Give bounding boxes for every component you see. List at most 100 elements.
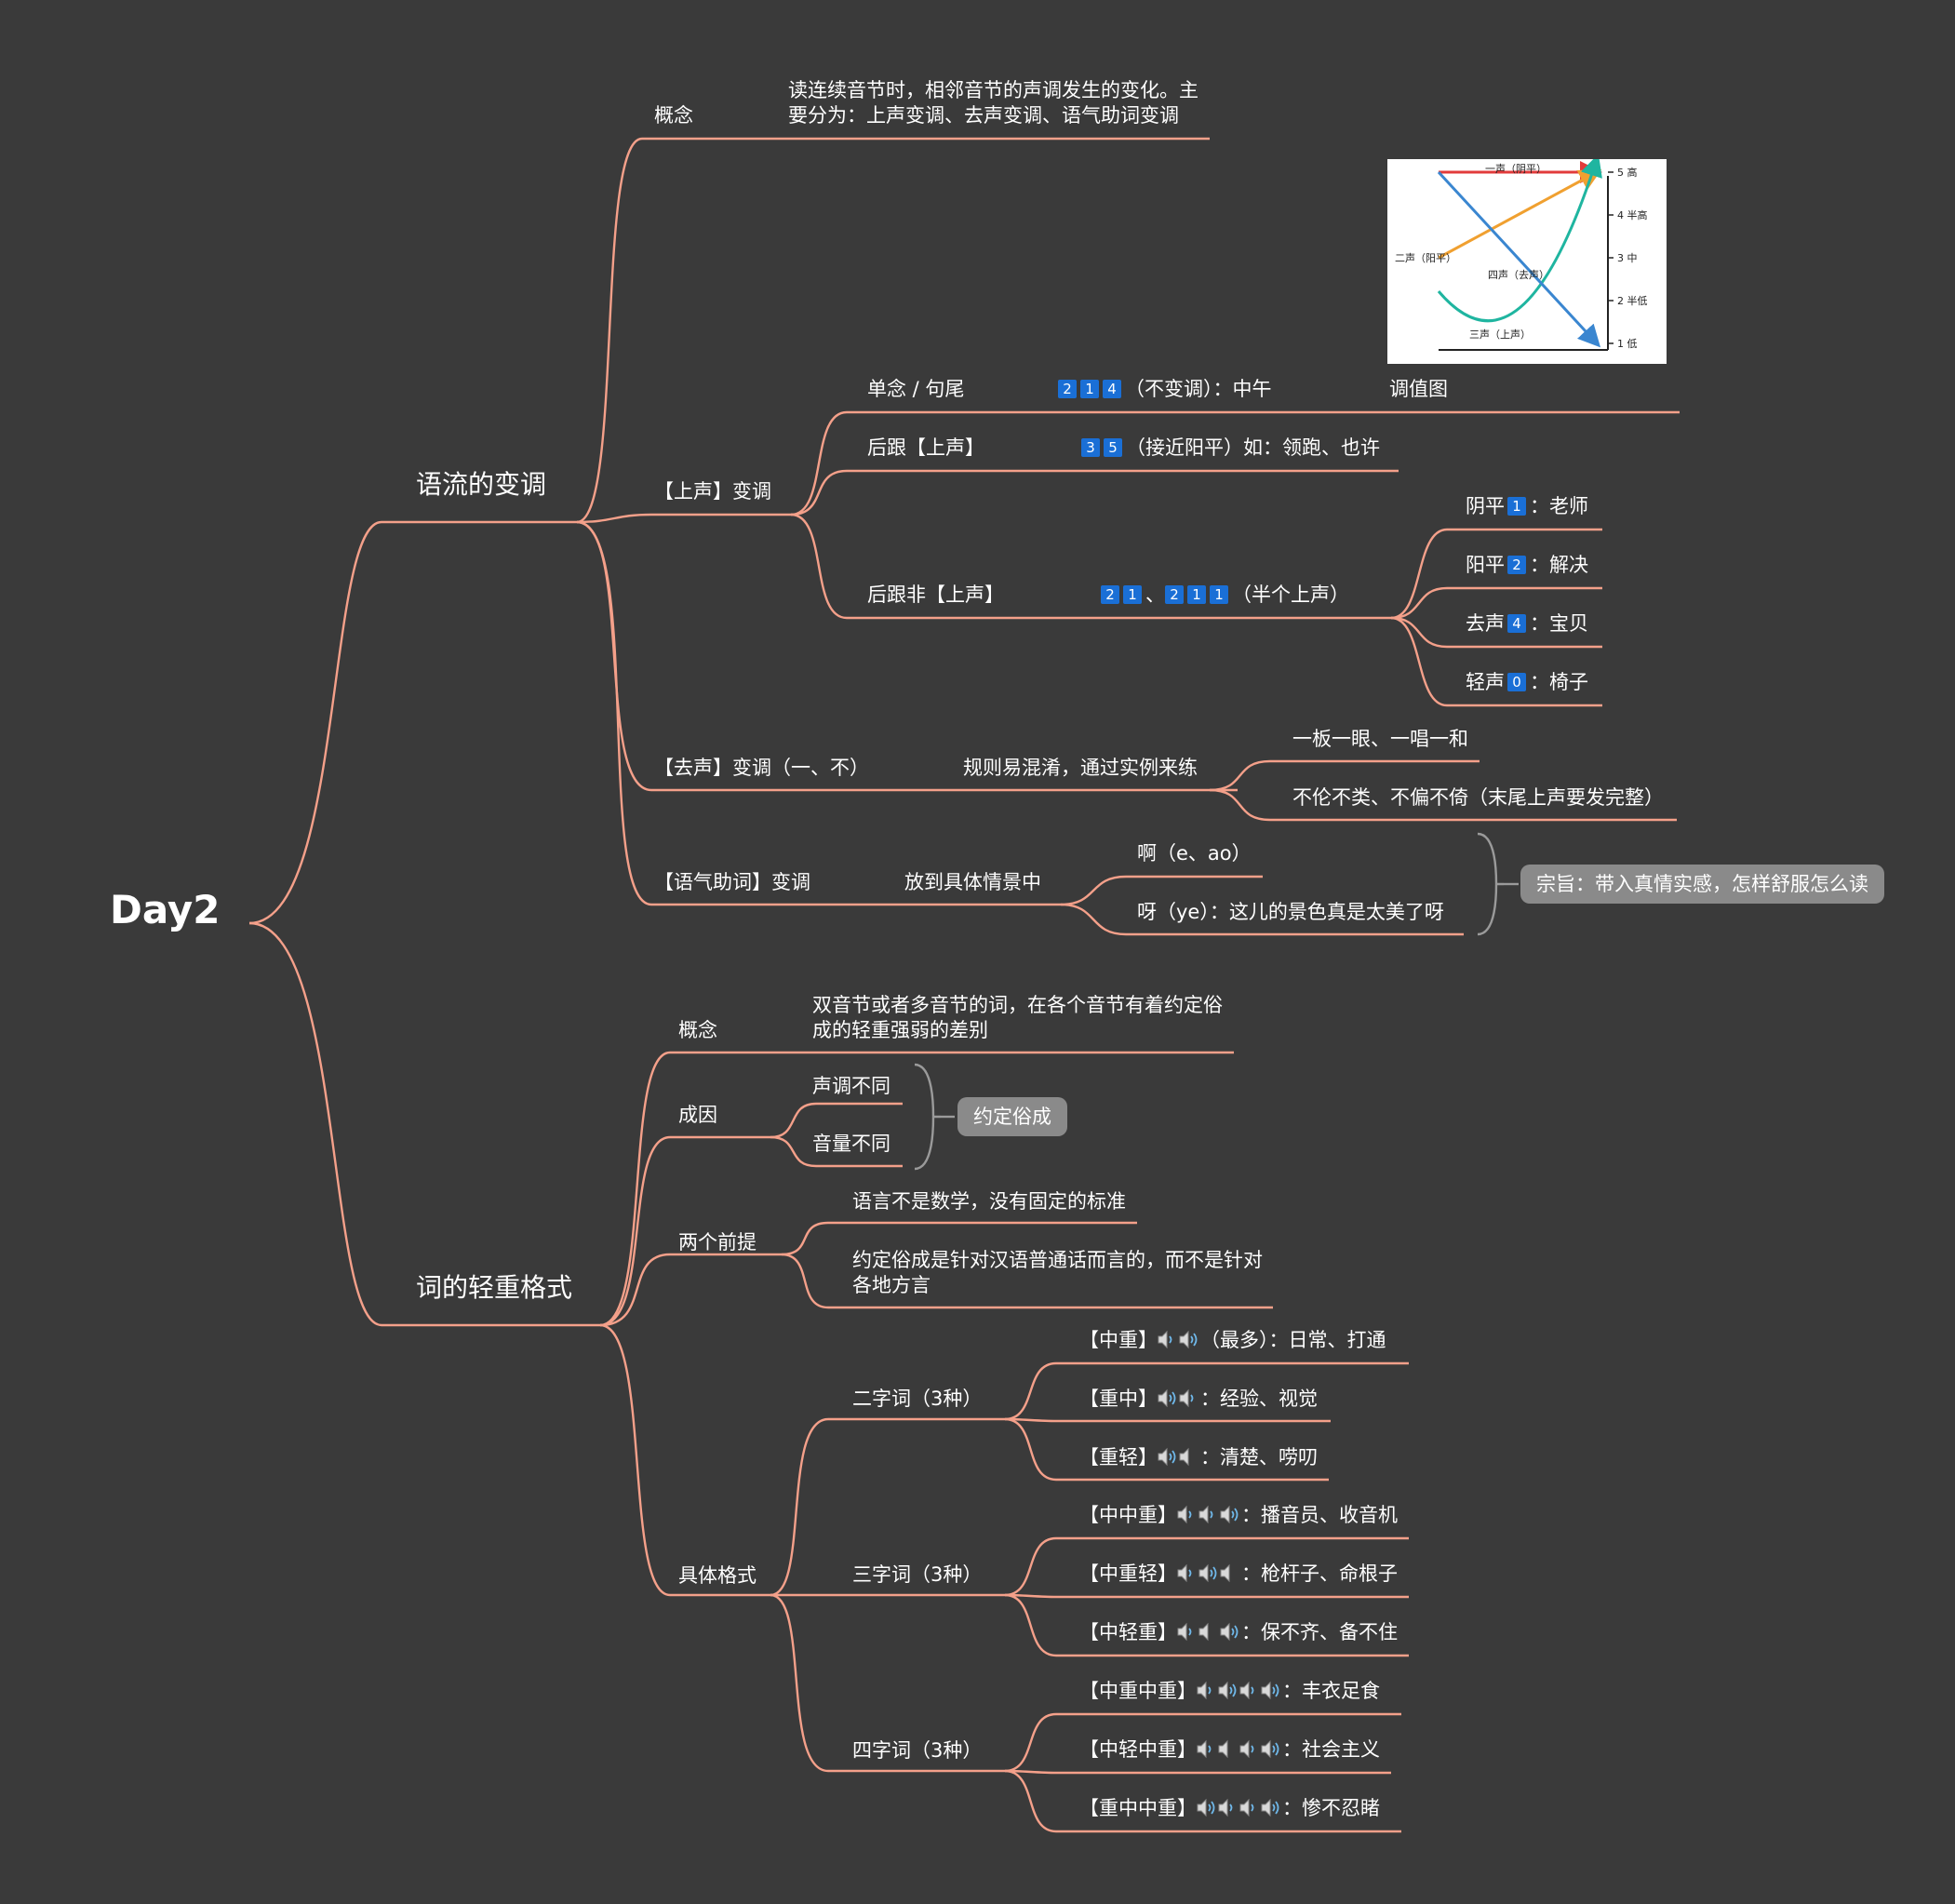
premise-label[interactable]: 两个前提 — [678, 1231, 757, 1254]
tone-badge: 4 — [1103, 380, 1121, 398]
link-premise-k2 — [781, 1253, 1273, 1309]
link-shang-r3 — [790, 513, 1391, 620]
speaker-icon — [1198, 1505, 1220, 1524]
scale-label: 3 中 — [1617, 252, 1638, 264]
format-item[interactable]: 【中中重】：播音员、收音机 — [1079, 1503, 1398, 1528]
concept1-text[interactable]: 读连续音节时，相邻音节的声调发生的变化。主要分为：上声变调、去声变调、语气助词变… — [788, 79, 1198, 127]
link-g2-i2 — [1004, 1417, 1331, 1423]
shang-label[interactable]: 【上声】变调 — [654, 480, 771, 503]
premise-kid[interactable]: 语言不是数学，没有固定的标准 — [852, 1190, 1126, 1213]
branch-stress[interactable]: 词的轻重格式 — [416, 1272, 573, 1303]
link-g4-i1 — [1004, 1712, 1401, 1773]
speaker-icon — [1239, 1739, 1261, 1759]
link-branch2 — [248, 921, 600, 1327]
shang-r2-note: （接近阳平）如：领跑、也许 — [1126, 436, 1380, 459]
scale-label: 4 半高 — [1617, 208, 1648, 221]
link-premise — [599, 1253, 782, 1327]
yq-summary[interactable]: 宗旨：带入真情实感，怎样舒服怎么读 — [1520, 865, 1884, 904]
link-r3-k1 — [1390, 528, 1602, 620]
cause-label[interactable]: 成因 — [678, 1104, 717, 1126]
speaker-icon — [1179, 1388, 1200, 1408]
format-example: ：清楚、唠叨 — [1200, 1446, 1318, 1468]
group-label[interactable]: 三字词（3种） — [852, 1563, 983, 1586]
link-g2-i1 — [1004, 1361, 1409, 1421]
format-item[interactable]: 【重中】：经验、视觉 — [1079, 1387, 1318, 1412]
kid-example: ：解决 — [1530, 554, 1588, 576]
qu-kid[interactable]: 不伦不类、不偏不倚（末尾上声要发完整） — [1292, 786, 1664, 809]
tone-badge: 0 — [1507, 673, 1526, 691]
format-pattern: 【中轻中重】 — [1079, 1738, 1197, 1761]
cause-kid[interactable]: 声调不同 — [812, 1075, 890, 1097]
qu-label[interactable]: 【去声】变调（一、不） — [654, 757, 869, 779]
qu-kid[interactable]: 一板一眼、一唱一和 — [1292, 728, 1468, 750]
shang-r2-label[interactable]: 后跟【上声】 — [867, 436, 984, 459]
tone-value-figure: 5 高4 半高3 中2 半低1 低一声（阴平）二声（阳平）三声（上声）四声（去声… — [1387, 159, 1667, 364]
shang-r3-label[interactable]: 后跟非【上声】 — [867, 583, 1004, 606]
speaker-icon — [1179, 1447, 1200, 1467]
cause-kid[interactable]: 音量不同 — [812, 1133, 890, 1155]
format-item[interactable]: 【中轻重】 ：保不齐、备不住 — [1079, 1620, 1398, 1645]
format-item[interactable]: 【中重中重】：丰衣足食 — [1079, 1679, 1380, 1704]
concept1-label[interactable]: 概念 — [654, 104, 693, 127]
link-formats — [599, 1323, 770, 1597]
speaker-icon — [1220, 1505, 1241, 1524]
tone-name: 一声（阴平） — [1485, 162, 1547, 175]
link-qu-k1 — [1209, 759, 1480, 792]
speaker-icon — [1158, 1447, 1179, 1467]
format-item[interactable]: 【重轻】 ：清楚、唠叨 — [1079, 1445, 1318, 1470]
format-pattern: 【重轻】 — [1079, 1446, 1158, 1468]
link-cause-k2 — [770, 1135, 903, 1168]
tone-badge: 2 — [1058, 380, 1077, 398]
speaker-icon — [1177, 1563, 1198, 1583]
formats-label[interactable]: 具体格式 — [678, 1564, 757, 1587]
kid-tone-name: 阳平 — [1466, 554, 1505, 576]
qu-mid[interactable]: 规则易混淆，通过实例来练 — [963, 757, 1198, 779]
tone-badge: 1 — [1507, 497, 1526, 516]
link-qu — [576, 520, 1238, 792]
format-item[interactable]: 【中重】（最多）：日常、打通 — [1079, 1328, 1386, 1353]
link-shang-r1 — [790, 410, 1680, 516]
speaker-icon — [1197, 1681, 1218, 1700]
cause-summary[interactable]: 约定俗成 — [957, 1097, 1067, 1136]
link-cause — [599, 1135, 770, 1327]
format-pattern: 【中轻重】 — [1079, 1621, 1177, 1643]
kid-tone-name: 阴平 — [1466, 495, 1505, 517]
tone-name: 三声（上声） — [1469, 328, 1531, 341]
group-label[interactable]: 四字词（3种） — [852, 1739, 983, 1762]
yq-mid[interactable]: 放到具体情景中 — [904, 871, 1041, 893]
link-r3-k4 — [1390, 616, 1602, 707]
speaker-icon — [1218, 1739, 1239, 1759]
kid-example: ：椅子 — [1530, 671, 1588, 693]
format-example: ：保不齐、备不住 — [1241, 1621, 1398, 1643]
link-group4 — [770, 1593, 1005, 1773]
concept2-text[interactable]: 双音节或者多音节的词，在各个音节有着约定俗成的轻重强弱的差别 — [812, 994, 1223, 1041]
shang-r1-label[interactable]: 单念 / 句尾 — [867, 378, 965, 400]
tone-figure-caption[interactable]: 调值图 — [1389, 378, 1448, 400]
format-item[interactable]: 【中轻中重】：社会主义 — [1079, 1737, 1380, 1763]
concept2-label[interactable]: 概念 — [678, 1019, 717, 1041]
scale-label: 1 低 — [1617, 338, 1638, 350]
tone-badge: 4 — [1507, 614, 1526, 633]
yq-kid[interactable]: 啊（e、ao） — [1137, 842, 1252, 865]
tone-contour — [1437, 159, 1602, 323]
tone-name: 四声（去声） — [1488, 268, 1549, 281]
root-topic[interactable]: Day2 — [110, 887, 221, 932]
yq-label[interactable]: 【语气助词】变调 — [654, 871, 810, 893]
branch-sandhi[interactable]: 语流的变调 — [416, 469, 547, 500]
format-item[interactable]: 【中重轻】：枪杆子、命根子 — [1079, 1562, 1398, 1587]
group-label[interactable]: 二字词（3种） — [852, 1388, 983, 1410]
speaker-icon — [1220, 1563, 1241, 1583]
format-item[interactable]: 【重中中重】：惨不忍睹 — [1079, 1796, 1380, 1821]
premise-kid[interactable]: 约定俗成是针对汉语普通话而言的，而不是针对各地方言 — [852, 1249, 1263, 1296]
link-group2 — [770, 1417, 1005, 1597]
yq-kid[interactable]: 呀（ye）：这儿的景色真是太美了呀 — [1137, 901, 1444, 923]
cause-summary-brace — [914, 1063, 941, 1171]
link-g3-i2 — [1004, 1593, 1409, 1599]
